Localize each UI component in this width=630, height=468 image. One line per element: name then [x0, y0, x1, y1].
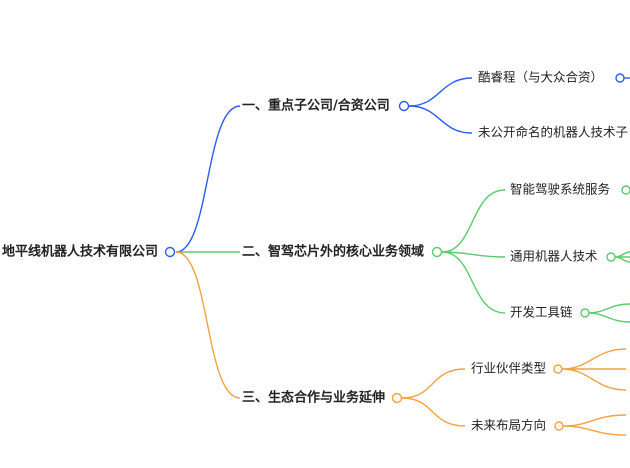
edge-root-branch-3: [175, 251, 241, 399]
child-node[interactable]: 未公开命名的机器人技术子: [478, 125, 628, 140]
branch-2-collapse-toggle[interactable]: [431, 246, 443, 258]
branch-node-2[interactable]: 二、智驾芯片外的核心业务领域: [242, 244, 424, 260]
edge-stub: [562, 414, 627, 436]
edge-b3-c1: [401, 368, 466, 399]
child-collapse-toggle[interactable]: [553, 364, 563, 374]
child-collapse-toggle[interactable]: [606, 252, 616, 262]
edge-root-branch-1: [175, 105, 241, 253]
child-collapse-toggle[interactable]: [554, 421, 564, 431]
child-collapse-toggle[interactable]: [580, 308, 590, 318]
child-collapse-toggle[interactable]: [621, 185, 630, 195]
edge-b2-c3: [441, 251, 506, 314]
edge-b1-c1: [408, 77, 473, 107]
edge-b2-c1: [441, 189, 506, 253]
edge-b3-c2: [401, 397, 466, 427]
child-node[interactable]: 通用机器人技术: [510, 249, 598, 264]
child-node[interactable]: 智能驾驶系统服务: [510, 182, 610, 197]
edge-stub: [614, 251, 630, 263]
child-node[interactable]: 开发工具链: [510, 305, 573, 320]
edge-b1-c2: [408, 105, 473, 134]
root-node[interactable]: 地平线机器人技术有限公司: [2, 244, 158, 260]
branch-1-collapse-toggle[interactable]: [398, 100, 410, 112]
root-collapse-toggle[interactable]: [164, 246, 176, 258]
child-collapse-toggle[interactable]: [615, 73, 625, 83]
child-node[interactable]: 未来布局方向: [471, 418, 546, 433]
branch-3-collapse-toggle[interactable]: [391, 392, 403, 404]
edge-stub: [561, 348, 627, 391]
edge-b2-c2: [441, 251, 506, 258]
edge-stub: [588, 303, 630, 323]
child-node[interactable]: 酷睿程（与大众合资）: [478, 70, 603, 85]
branch-node-1[interactable]: 一、重点子公司/合资公司: [242, 98, 390, 114]
child-node[interactable]: 行业伙伴类型: [471, 361, 546, 376]
branch-node-3[interactable]: 三、生态合作与业务延伸: [242, 390, 385, 406]
